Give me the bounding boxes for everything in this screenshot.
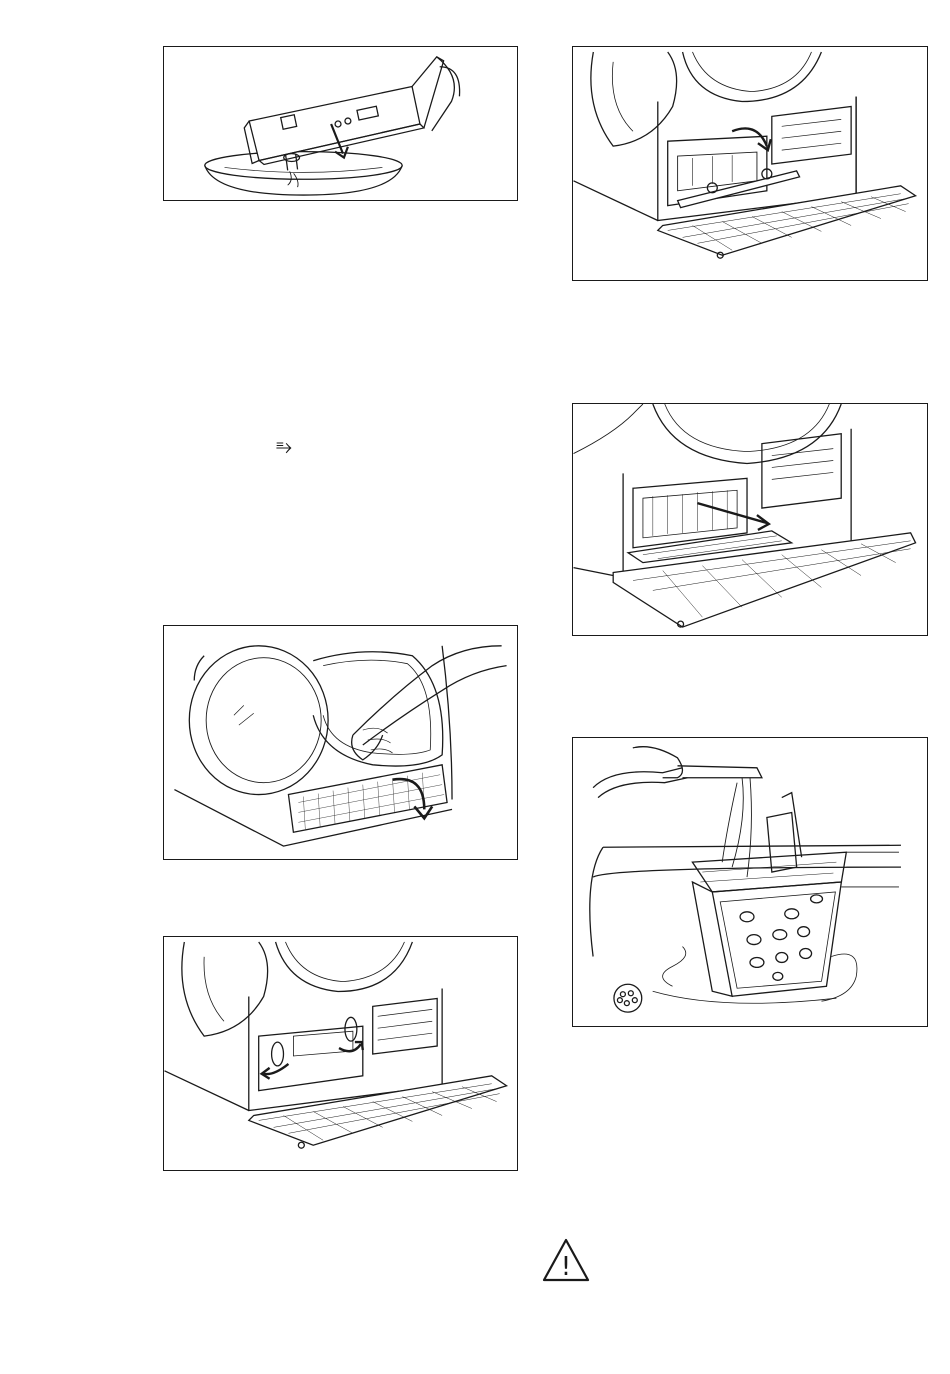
figure-open-heat-exchanger-cover — [572, 46, 928, 281]
figure-clean-filter — [572, 737, 928, 1027]
locking-levers-illustration — [164, 937, 517, 1170]
warning-mark: ! — [561, 1252, 571, 1282]
filter-removal-illustration — [573, 404, 927, 635]
warning-icon: ! — [541, 1237, 591, 1283]
water-container-illustration — [164, 47, 517, 200]
door-open-illustration — [164, 626, 517, 859]
figure-open-door — [163, 625, 518, 860]
figure-remove-filter — [572, 403, 928, 636]
filter-rinse-illustration — [573, 738, 927, 1026]
figure-unlock-levers — [163, 936, 518, 1171]
heat-exchanger-cover-illustration — [573, 47, 927, 280]
flow-symbol: ⥱ — [276, 436, 292, 456]
figure-empty-water-container — [163, 46, 518, 201]
